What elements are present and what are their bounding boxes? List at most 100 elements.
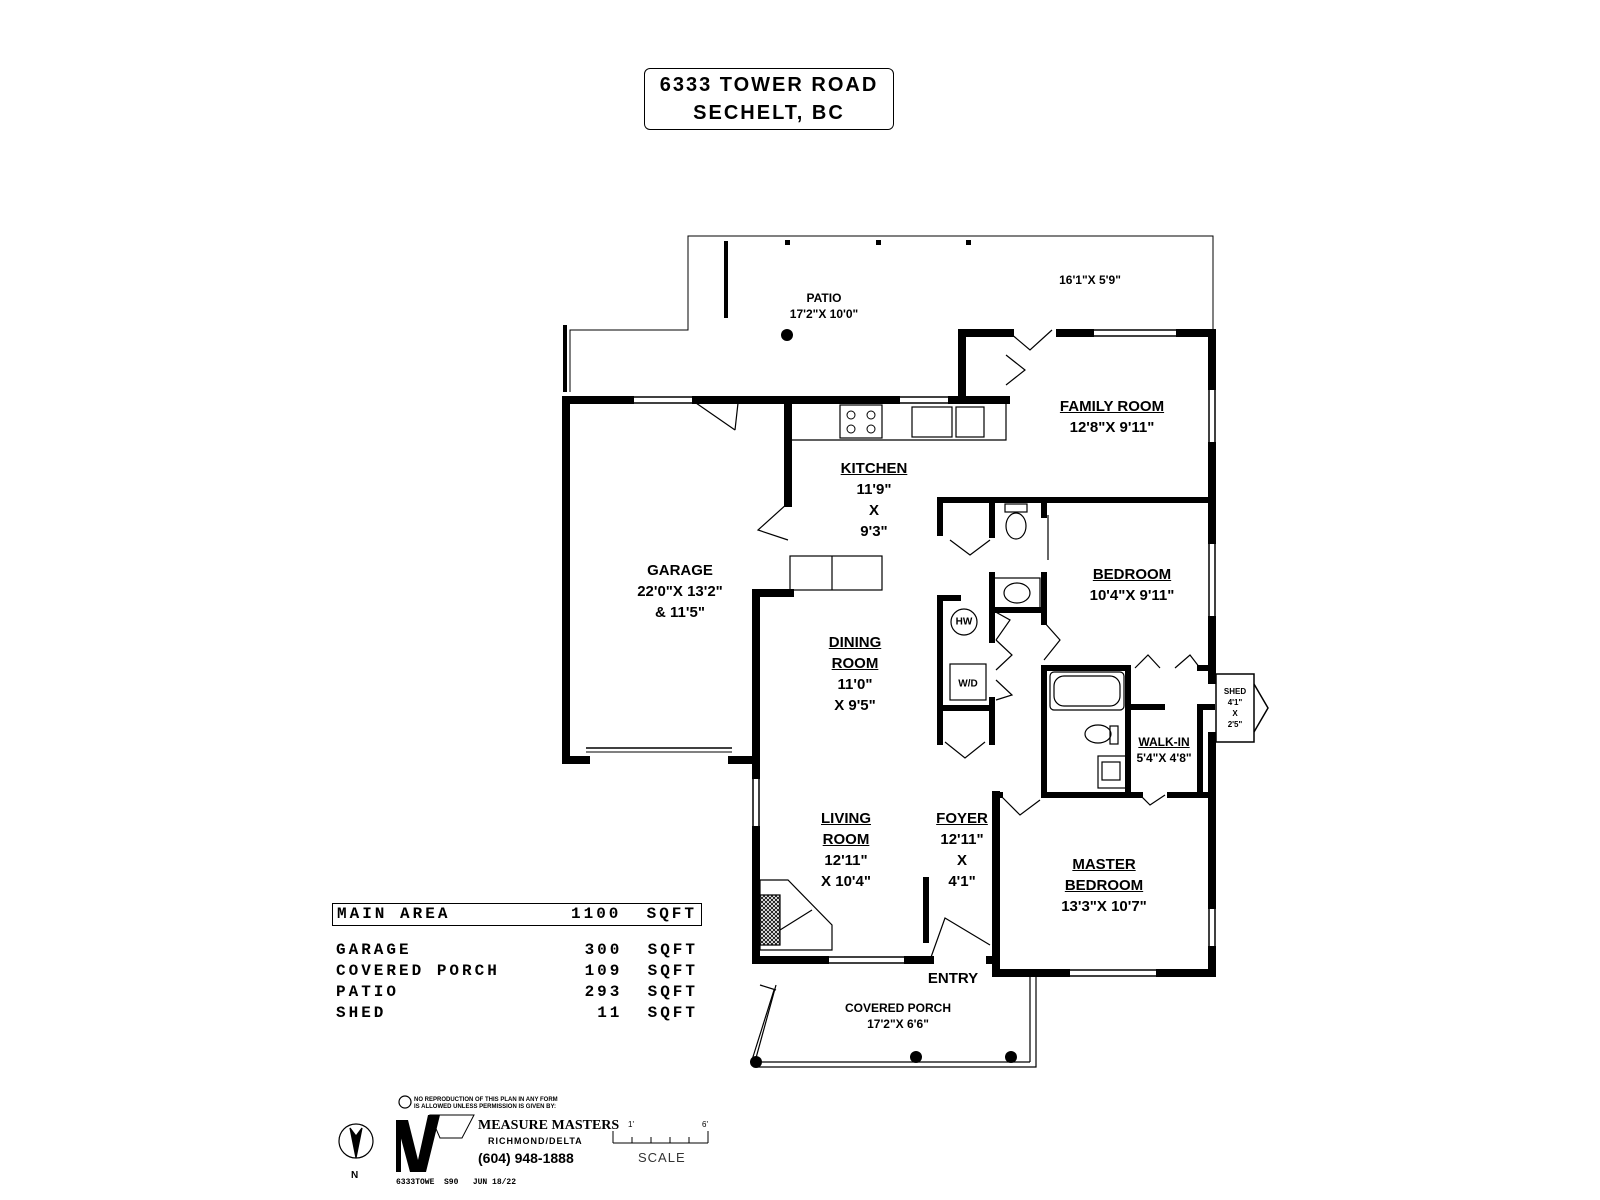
area-unit: SQFT — [646, 905, 697, 923]
scale-label: SCALE — [638, 1150, 686, 1165]
measure-masters-logo-icon — [396, 1095, 475, 1172]
area-row: PATIO 293 SQFT — [336, 982, 698, 1003]
living-room-label: LIVING ROOM 12'11" X 10'4" — [821, 808, 871, 892]
area-unit: SQFT — [647, 962, 698, 980]
entry-label: ENTRY — [927, 970, 979, 987]
scale-bar — [612, 1131, 709, 1144]
foyer-dims-2: X — [956, 852, 967, 869]
address-line-2: SECHELT, BC — [693, 102, 845, 124]
dining-room-label: DINING ROOM 11'0" X 9'5" — [829, 632, 882, 716]
area-unit: SQFT — [647, 1004, 698, 1022]
area-row: COVERED PORCH 109 SQFT — [336, 961, 698, 982]
garage-label: GARAGE 22'0"X 13'2" & 11'5" — [637, 560, 723, 623]
shed-dims-3: 2'5" — [1227, 720, 1243, 729]
area-unit: SQFT — [647, 941, 698, 959]
living-room-dims-2: X 10'4" — [821, 873, 871, 890]
area-row: SHED 11 SQFT — [336, 1003, 698, 1024]
family-room-dims: 12'8"X 9'11" — [1069, 419, 1155, 436]
bathroom-fixtures — [993, 503, 1127, 789]
dining-room-name-2: ROOM — [831, 655, 879, 672]
walk-in-name: WALK-IN — [1138, 735, 1190, 749]
address-title-box: 6333 TOWER ROAD SECHELT, BC — [644, 68, 894, 130]
living-room-name-2: ROOM — [822, 831, 870, 848]
shed-dims-2: X — [1232, 709, 1238, 718]
dining-room-dims-2: X 9'5" — [834, 697, 876, 714]
family-room-name: FAMILY ROOM — [1059, 398, 1165, 415]
kitchen-dims-2: X — [868, 502, 880, 519]
foyer-label: FOYER 12'11" X 4'1" — [936, 808, 988, 892]
exterior-walls — [562, 329, 1216, 977]
area-label: GARAGE — [336, 941, 412, 959]
area-label: MAIN AREA — [337, 905, 451, 923]
walk-in-dims: 5'4"X 4'8" — [1136, 751, 1192, 765]
covered-porch-label: COVERED PORCH 17'2"X 6'6" — [845, 1000, 951, 1032]
garage-name: GARAGE — [647, 562, 713, 579]
bedroom-dims: 10'4"X 9'11" — [1089, 587, 1175, 604]
shed-dims-1: 4'1" — [1227, 698, 1243, 707]
kitchen-counter — [789, 400, 1007, 591]
master-bedroom-label: MASTER BEDROOM 13'3"X 10'7" — [1061, 854, 1147, 917]
company-location: RICHMOND/DELTA — [488, 1136, 583, 1146]
copyright-notice: NO REPRODUCTION OF THIS PLAN IN ANY FORM… — [414, 1097, 558, 1111]
shed-outline — [1215, 673, 1269, 743]
copyright-line-1: NO REPRODUCTION OF THIS PLAN IN ANY FORM — [414, 1097, 558, 1103]
foyer-dims-1: 12'11" — [940, 831, 984, 848]
area-label: COVERED PORCH — [336, 962, 500, 980]
windows — [586, 329, 1216, 977]
patio-outline — [569, 235, 1214, 392]
bedroom-label: BEDROOM 10'4"X 9'11" — [1090, 564, 1175, 606]
living-room-dims-1: 12'11" — [824, 852, 868, 869]
area-value: 1100 — [570, 905, 622, 923]
patio-extension-dims: 16'1"X 5'9" — [1059, 273, 1121, 287]
posts — [750, 240, 1017, 1068]
door-swings — [695, 329, 1201, 961]
stove-burners — [846, 410, 876, 434]
company-name: MEASURE MASTERS — [478, 1118, 620, 1133]
hot-water-tank-label: HW — [955, 616, 973, 628]
master-bedroom-dims: 13'3"X 10'7" — [1061, 898, 1147, 915]
kitchen-dims-1: 11'9" — [856, 481, 892, 498]
patio-beams — [563, 241, 728, 392]
dining-room-name-1: DINING — [828, 634, 882, 651]
area-value: 300 — [584, 941, 623, 959]
kitchen-label: KITCHEN 11'9" X 9'3" — [841, 458, 908, 542]
fireplace — [759, 879, 833, 951]
patio-label: PATIO 17'2"X 10'0" — [790, 290, 858, 322]
kitchen-dims-3: 9'3" — [860, 523, 888, 540]
copyright-line-2: IS ALLOWED UNLESS PERMISSION IS GIVEN BY… — [414, 1104, 557, 1110]
address-line-1: 6333 TOWER ROAD — [659, 74, 879, 96]
walk-in-label: WALK-IN 5'4"X 4'8" — [1136, 734, 1191, 766]
north-arrow-icon — [338, 1123, 374, 1159]
laundry-fixtures — [949, 608, 987, 701]
area-row: GARAGE 300 SQFT — [336, 940, 698, 961]
scale-start: 1' — [628, 1120, 634, 1129]
north-label: N — [351, 1170, 359, 1181]
master-bedroom-name-2: BEDROOM — [1064, 877, 1144, 894]
washer-dryer-label: W/D — [958, 678, 978, 690]
shed-name: SHED — [1223, 687, 1247, 696]
living-room-name-1: LIVING — [820, 810, 872, 827]
foyer-dims-3: 4'1" — [948, 873, 976, 890]
shed-label: SHED 4'1" X 2'5" — [1224, 686, 1246, 730]
file-code: 6333TOWE S90 JUN 18/22 — [396, 1178, 517, 1187]
covered-porch-dims: 17'2"X 6'6" — [867, 1017, 929, 1031]
garage-dims-1: 22'0"X 13'2" — [637, 583, 723, 600]
patio-dims: 17'2"X 10'0" — [789, 307, 859, 321]
kitchen-name: KITCHEN — [840, 460, 908, 477]
company-phone: (604) 948-1888 — [478, 1150, 574, 1166]
area-label: SHED — [336, 1004, 387, 1022]
interior-walls — [923, 497, 1215, 943]
area-label: PATIO — [336, 983, 400, 1001]
area-unit: SQFT — [647, 983, 698, 1001]
scale-end: 6' — [702, 1120, 708, 1129]
master-bedroom-name-1: MASTER — [1072, 856, 1136, 873]
area-value: 11 — [597, 1004, 623, 1022]
family-room-label: FAMILY ROOM 12'8"X 9'11" — [1060, 396, 1164, 438]
area-value: 109 — [584, 962, 623, 980]
bedroom-name: BEDROOM — [1092, 566, 1172, 583]
patio-name: PATIO — [806, 291, 842, 305]
area-value: 293 — [584, 983, 623, 1001]
covered-porch-name: COVERED PORCH — [844, 1001, 952, 1015]
area-summary: MAIN AREA 1100 SQFT GARAGE 300 SQFT COVE… — [332, 903, 702, 1024]
